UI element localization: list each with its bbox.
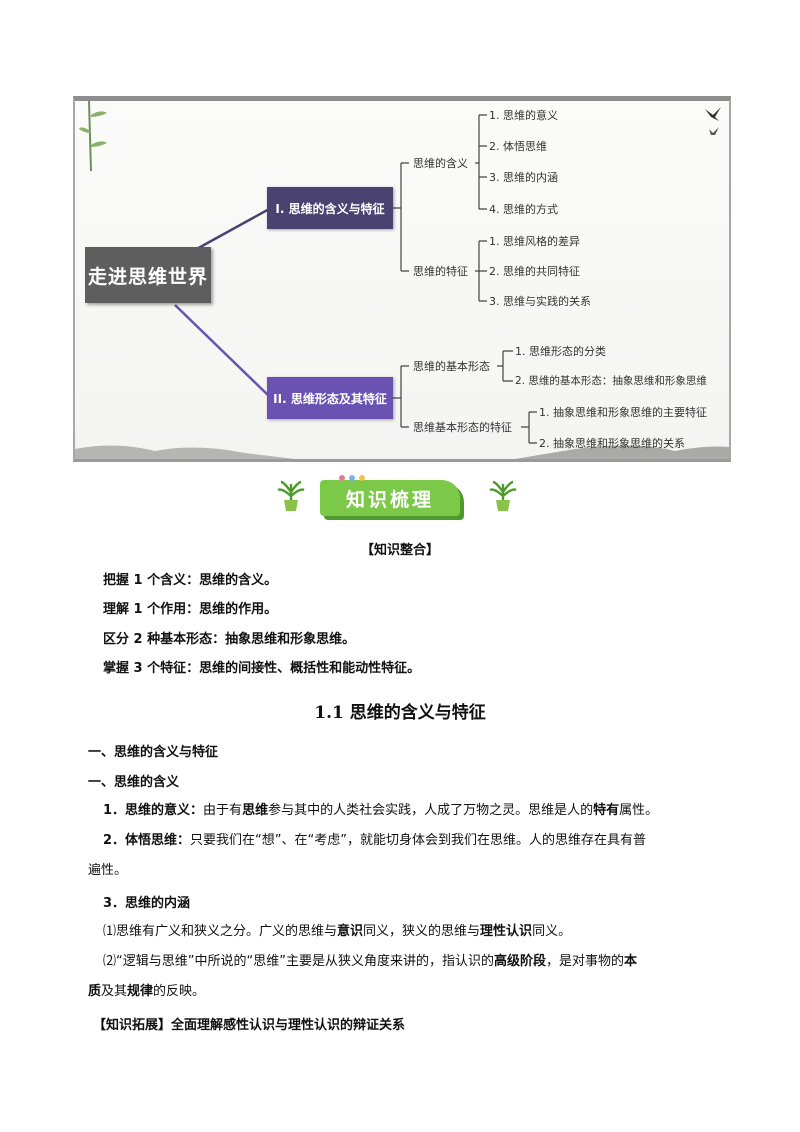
heading-level-2: 一、思维的含义: [88, 775, 180, 790]
ink-landscape-decoration: [75, 445, 729, 459]
mind-map-root: 走进思维世界: [85, 247, 211, 303]
bamboo-decoration-icon: [79, 101, 107, 171]
mind-map-leaf: 1. 思维风格的差异: [489, 235, 580, 248]
mind-map: 走进思维世界 I. 思维的含义与特征 II. 思维形态及其特征 思维的含义 思维…: [73, 96, 731, 462]
section-banner: 知识梳理: [320, 475, 464, 520]
integration-item: 理解 1 个作用：思维的作用。: [103, 602, 278, 617]
integration-item: 把握 1 个含义：思维的含义。: [103, 573, 278, 588]
banner-label: 知识梳理: [320, 480, 460, 516]
mind-map-leaf: 2. 思维的基本形态：抽象思维和形象思维: [515, 375, 707, 387]
mind-map-leaf: 3. 思维与实践的关系: [489, 295, 591, 308]
heading-connotation: 3．思维的内涵: [103, 896, 191, 911]
mind-map-sub-node: 思维的特征: [413, 265, 468, 278]
mind-map-leaf: 2. 抽象思维和形象思维的关系: [539, 437, 685, 450]
plant-icon: [277, 480, 305, 511]
section-title: 1.1 思维的含义与特征: [314, 703, 486, 723]
paragraph-logic-thinking: ⑵“逻辑与思维”中所说的“思维”主要是从狭义角度来讲的，指认识的高级阶段，是对事…: [103, 954, 637, 969]
integration-title: 【知识整合】: [360, 543, 439, 558]
paragraph-experience-cont: 遍性。: [88, 863, 128, 878]
mind-map-leaf: 1. 思维的意义: [489, 109, 558, 122]
mind-map-sub-node: 思维的基本形态: [413, 360, 490, 373]
mind-map-leaf: 2. 体悟思维: [489, 140, 547, 153]
mind-map-sub-node: 思维的含义: [413, 157, 468, 170]
mind-map-branch-1: I. 思维的含义与特征: [267, 187, 393, 229]
banner-dots-decoration: [339, 475, 365, 481]
integration-item: 区分 2 种基本形态：抽象思维和形象思维。: [103, 632, 356, 647]
mind-map-leaf: 3. 思维的内涵: [489, 171, 558, 184]
paragraph-logic-thinking-cont: 质及其规律的反映。: [88, 984, 206, 999]
plant-icon: [489, 480, 517, 511]
mind-map-branch-2: II. 思维形态及其特征: [267, 377, 393, 419]
mind-map-leaf: 1. 抽象思维和形象思维的主要特征: [539, 406, 707, 419]
integration-item: 掌握 3 个特征：思维的间接性、概括性和能动性特征。: [103, 661, 421, 676]
paragraph-experience: 2．体悟思维：只要我们在“想”、在“考虑”，就能切身体会到我们在思维。人的思维存…: [103, 833, 646, 848]
mind-map-leaf: 4. 思维的方式: [489, 203, 558, 216]
mind-map-leaf: 2. 思维的共同特征: [489, 265, 580, 278]
paragraph-meaning: 1．思维的意义：由于有思维参与其中的人类社会实践，人成了万物之灵。思维是人的特有…: [103, 803, 659, 818]
knowledge-extension-heading: 【知识拓展】全面理解感性认识与理性认识的辩证关系: [93, 1018, 406, 1033]
heading-level-1: 一、思维的含义与特征: [88, 745, 219, 760]
swallow-decoration-icon: [705, 107, 721, 135]
paragraph-broad-narrow: ⑴思维有广义和狭义之分。广义的思维与意识同义，狭义的思维与理性认识同义。: [103, 924, 572, 939]
mind-map-leaf: 1. 思维形态的分类: [515, 345, 606, 358]
mind-map-sub-node: 思维基本形态的特征: [413, 421, 512, 434]
mind-map-connectors: [174, 114, 537, 444]
